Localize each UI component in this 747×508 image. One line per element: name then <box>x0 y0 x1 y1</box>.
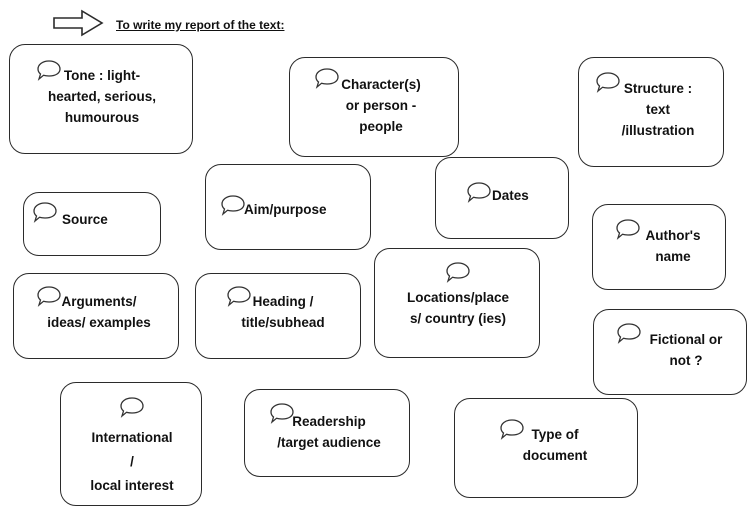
speech-bubble-icon <box>37 286 61 307</box>
card-source: Source <box>23 192 161 256</box>
card-readership-text: Readership /target audience <box>277 414 381 450</box>
card-structure: Structure : text /illustration <box>578 57 724 167</box>
speech-bubble-icon <box>616 219 640 240</box>
card-locations: Locations/place s/ country (ies) <box>374 248 540 358</box>
speech-bubble-icon <box>446 262 470 283</box>
card-international: International / local interest <box>60 382 202 506</box>
card-arguments: Arguments/ ideas/ examples <box>13 273 179 359</box>
speech-bubble-icon <box>37 60 61 81</box>
card-fictional-text: Fictional or not ? <box>649 332 723 368</box>
speech-bubble-icon <box>120 397 144 418</box>
card-characters-text: Character(s) or person - people <box>341 77 421 134</box>
card-readership: Readership /target audience <box>244 389 410 477</box>
card-heading: Heading / title/subhead <box>195 273 361 359</box>
right-arrow-icon <box>53 9 104 37</box>
card-dates-text: Dates <box>492 188 529 203</box>
speech-bubble-icon <box>617 323 641 344</box>
speech-bubble-icon <box>33 202 57 223</box>
speech-bubble-icon <box>596 72 620 93</box>
card-aim: Aim/purpose <box>205 164 371 250</box>
card-type-text: Type of document <box>522 427 588 463</box>
card-locations-text: Locations/place s/ country (ies) <box>406 290 510 326</box>
card-heading-text: Heading / title/subhead <box>241 294 325 330</box>
page-heading: To write my report of the text: <box>116 18 285 32</box>
card-dates: Dates <box>435 157 569 239</box>
speech-bubble-icon <box>221 195 245 216</box>
card-type: Type of document <box>454 398 638 498</box>
card-aim-text: Aim/purpose <box>244 202 327 217</box>
card-characters: Character(s) or person - people <box>289 57 459 157</box>
speech-bubble-icon <box>500 419 524 440</box>
card-international-text: International / local interest <box>90 430 174 493</box>
card-tone-text: Tone : light- hearted, serious, humourou… <box>47 68 157 125</box>
speech-bubble-icon <box>270 403 294 424</box>
speech-bubble-icon <box>315 68 339 89</box>
card-tone: Tone : light- hearted, serious, humourou… <box>9 44 193 154</box>
card-fictional: Fictional or not ? <box>593 309 747 395</box>
card-structure-text: Structure : text /illustration <box>621 81 695 138</box>
speech-bubble-icon <box>227 286 251 307</box>
card-arguments-text: Arguments/ ideas/ examples <box>47 294 151 330</box>
speech-bubble-icon <box>467 182 491 203</box>
card-author-text: Author's name <box>645 228 701 264</box>
card-source-text: Source <box>62 212 108 227</box>
card-author: Author's name <box>592 204 726 290</box>
